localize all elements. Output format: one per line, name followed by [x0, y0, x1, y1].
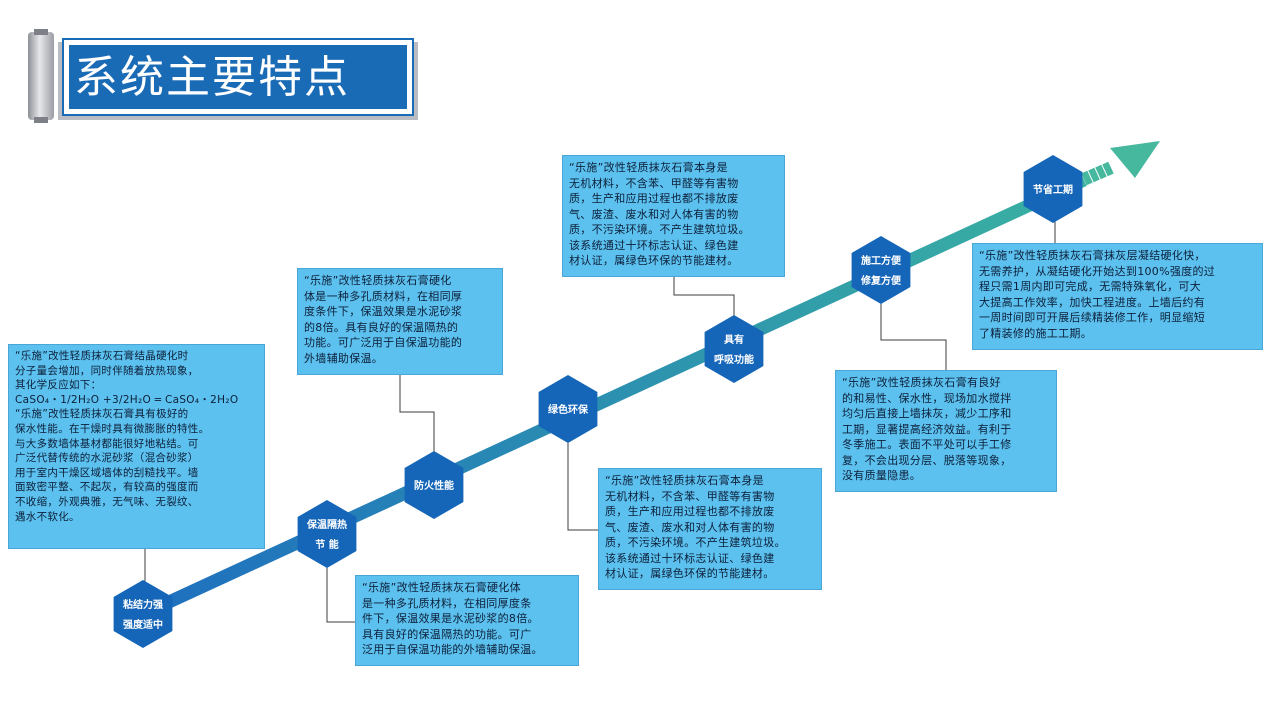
desc-box-green-upper: “乐施”改性轻质抹灰石膏本身是 无机材料，不含苯、甲醛等有害物 质，生产和应用过…: [562, 155, 785, 277]
leader-line: [567, 401, 598, 531]
node-label: 节 能: [315, 538, 338, 551]
desc-box-construction: “乐施”改性轻质抹灰石膏有良好 的和易性、保水性，现场加水搅拌 均匀后直接上墙抹…: [835, 370, 1057, 492]
hexagon-shape: [538, 375, 598, 443]
arrow-dash: [1095, 164, 1107, 180]
scroll-ornament-icon: [28, 29, 54, 123]
desc-box-bonding: “乐施”改性轻质抹灰石膏结晶硬化时 分子量会增加，同时伴随着放热现象， 其化学反…: [8, 344, 265, 549]
leader-line: [326, 562, 355, 623]
hexagon-shape: [704, 315, 764, 383]
timeline-node: 防火性能: [404, 451, 464, 519]
node-label: 防火性能: [414, 479, 454, 492]
scroll-cap-bottom: [34, 117, 48, 123]
hexagon-shape: [1023, 155, 1083, 223]
arrow-dash: [1088, 167, 1100, 183]
node-label: 强度适中: [123, 618, 163, 631]
title-box: [62, 38, 414, 116]
timeline-node: 绿色环保: [538, 375, 598, 443]
desc-box-green-lower: “乐施”改性轻质抹灰石膏本身是 无机材料，不含苯、甲醛等有害物 质，生产和应用过…: [598, 468, 822, 590]
hexagon-shape: [851, 236, 911, 304]
desc-box-fireproof: “乐施”改性轻质抹灰石膏硬化 体是一种多孔质材料，在相同厚 度条件下，保温效果是…: [297, 268, 503, 375]
arrow-dash: [1081, 170, 1093, 186]
hexagon-shape: [404, 451, 464, 519]
node-label: 施工方便: [861, 254, 902, 267]
node-label: 绿色环保: [548, 403, 589, 416]
page-title: 系统主要特点: [74, 52, 350, 103]
arrow-head-icon: [1110, 141, 1160, 178]
connector-lines: [144, 220, 1056, 623]
arrow-dash: [1102, 161, 1114, 177]
timeline-node: 节省工期: [1023, 155, 1083, 223]
leader-line: [673, 277, 735, 320]
hexagon-shape: [297, 500, 357, 568]
hexagon-shape: [113, 580, 173, 648]
title-banner: 系统主要特点: [28, 29, 420, 124]
desc-box-schedule: “乐施”改性轻质抹灰石膏抹灰层凝结硬化快， 无需养护，从凝结硬化开始达到100%…: [972, 243, 1263, 350]
desc-box-insulation: “乐施”改性轻质抹灰石膏硬化体 是一种多孔质材料，在相同厚度条 件下，保温效果是…: [355, 575, 579, 666]
node-label: 修复方便: [860, 274, 902, 287]
scroll-cap-top: [34, 29, 48, 35]
node-label: 呼吸功能: [714, 353, 754, 366]
node-label: 保温隔热: [306, 518, 347, 531]
node-label: 具有: [723, 333, 744, 346]
node-label: 节省工期: [1033, 183, 1073, 196]
node-label: 粘结力强: [123, 598, 163, 611]
leader-line: [880, 290, 947, 370]
leader-line: [399, 375, 435, 460]
